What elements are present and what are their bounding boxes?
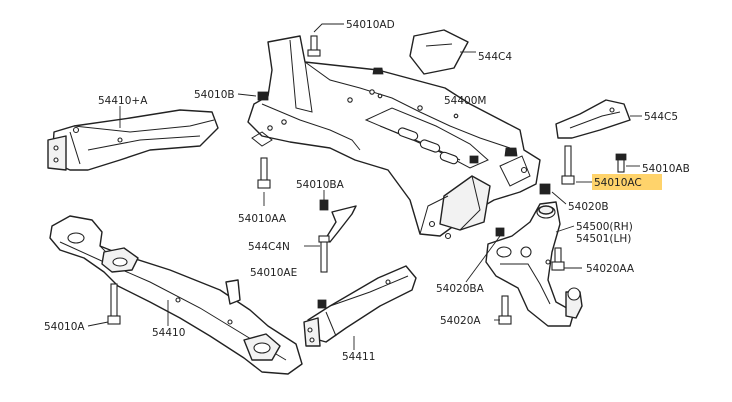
bracket-544C4N	[304, 205, 357, 273]
label-54010A: 54010A	[44, 321, 85, 333]
bracket-544C4	[409, 29, 476, 75]
label-54010AA: 54010AA	[238, 213, 287, 225]
brace-54410A	[47, 106, 219, 171]
front-suspension-member-54400M	[247, 35, 541, 240]
label-54020AA: 54020AA	[586, 263, 635, 275]
bolt-54010AD	[307, 23, 344, 57]
label-54501: 54501(LH)	[576, 233, 631, 245]
bolt-54020A	[494, 295, 512, 325]
label-54010AD: 54010AD	[346, 19, 395, 31]
crossbar-54410	[49, 215, 303, 375]
label-54020BA: 54020BA	[436, 283, 485, 295]
label-54010BA: 54010BA	[296, 179, 345, 191]
label-54010AB: 54010AB	[642, 163, 690, 175]
label-54500: 54500(RH)	[576, 221, 633, 233]
label-highlight	[592, 174, 662, 190]
label-54410A: 54410+A	[98, 95, 148, 107]
bolt-54010AC	[561, 145, 592, 185]
label-54410: 54410	[152, 327, 185, 339]
bolt-54010A	[87, 283, 121, 327]
label-54020A: 54020A	[440, 315, 481, 327]
label-54400M: 54400M	[444, 95, 486, 107]
bolt-54010BA	[319, 190, 329, 211]
label-544C4: 544C4	[478, 51, 512, 63]
nut-54020B	[539, 183, 567, 205]
nut-54020BA	[465, 235, 501, 283]
label-54010AC: 54010AC	[594, 177, 642, 189]
label-54010AE: 54010AE	[250, 267, 297, 279]
bolt-54010AB	[615, 153, 640, 173]
label-544C5: 544C5	[644, 111, 678, 123]
label-54020B: 54020B	[568, 201, 609, 213]
bolt-54010AA	[257, 157, 271, 206]
label-544C4N: 544C4N	[248, 241, 290, 253]
bracket-544C5	[555, 99, 642, 139]
label-54411: 54411	[342, 351, 375, 363]
lower-control-arm-54500	[485, 201, 583, 327]
brace-54411	[303, 265, 417, 350]
bolt-54020AA	[551, 247, 582, 271]
nut-54010B	[237, 91, 269, 101]
label-54010B: 54010B	[194, 89, 235, 101]
